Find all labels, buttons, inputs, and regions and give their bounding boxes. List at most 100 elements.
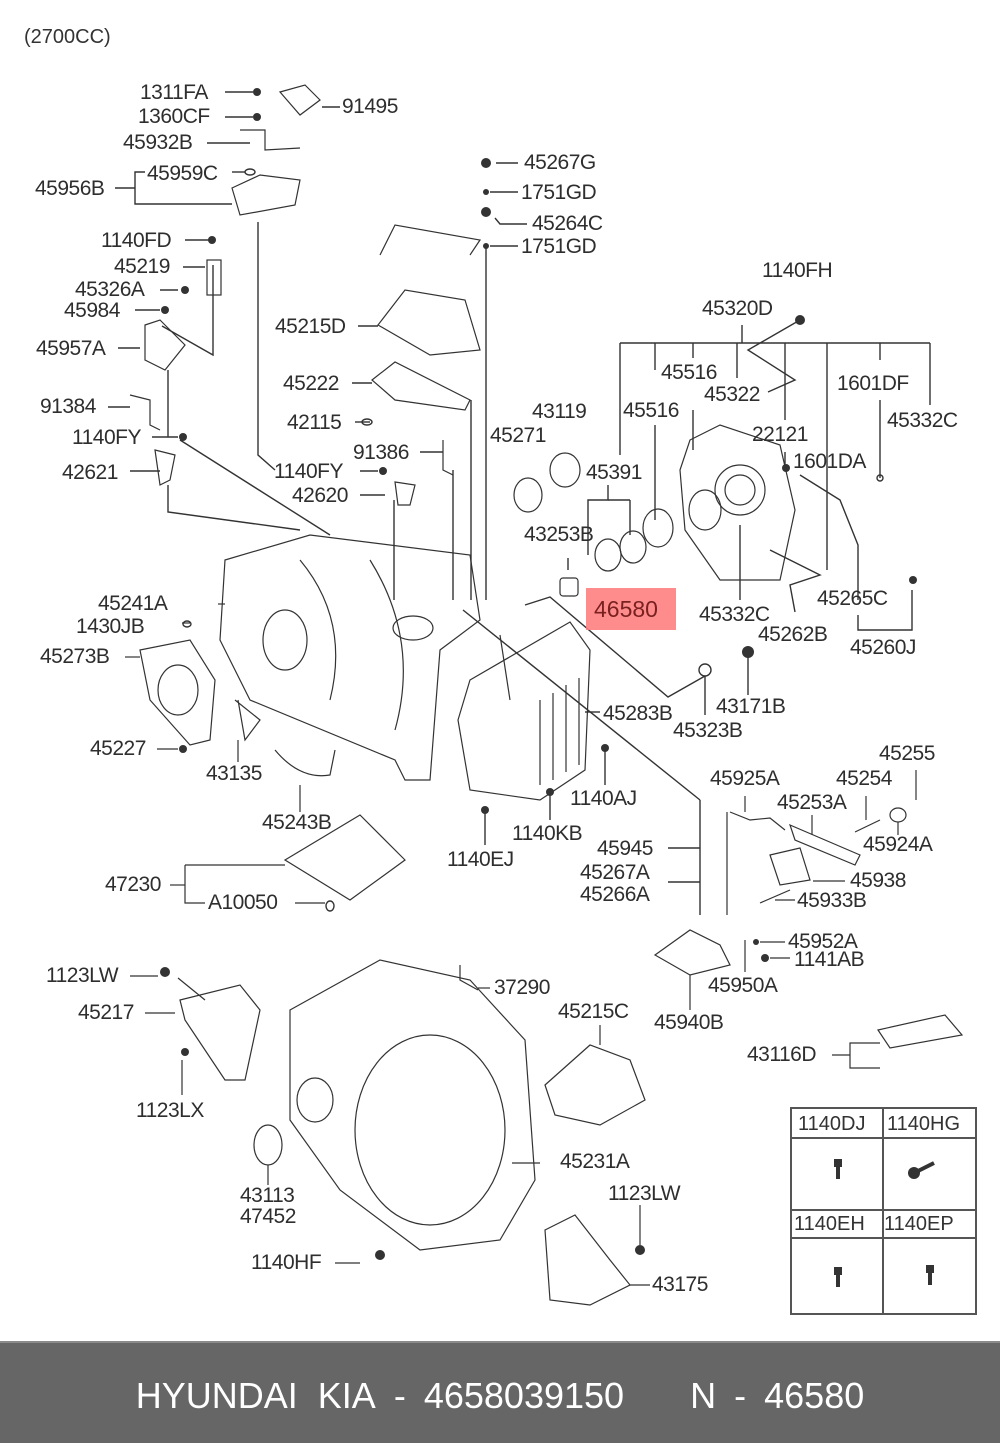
callout-45264C[interactable]: 45264C [532, 212, 603, 235]
callout-1601DA[interactable]: 1601DA [793, 450, 866, 473]
legend-divider [792, 1209, 975, 1211]
callout-45925A[interactable]: 45925A [710, 767, 780, 790]
callout-45924A[interactable]: 45924A [863, 833, 933, 856]
callout-45952A[interactable]: 45952A [788, 930, 858, 953]
legend-cell-label[interactable]: 1140DJ [798, 1113, 866, 1135]
callout-91384[interactable]: 91384 [40, 395, 96, 418]
callout-45260J[interactable]: 45260J [850, 636, 916, 659]
callout-43171B[interactable]: 43171B [716, 695, 786, 718]
callout-45215C[interactable]: 45215C [558, 1000, 629, 1023]
legend-divider-vertical [882, 1109, 884, 1313]
callout-43113[interactable]: 43113 [240, 1184, 295, 1207]
callout-45932B[interactable]: 45932B [123, 131, 193, 154]
callout-45255[interactable]: 45255 [879, 742, 935, 765]
callout-A10050[interactable]: A10050 [208, 891, 278, 914]
highlighted-part-number[interactable]: 46580 [594, 596, 658, 622]
callout-1140HF[interactable]: 1140HF [251, 1251, 322, 1274]
callout-45940B[interactable]: 45940B [654, 1011, 724, 1034]
callout-1140EJ[interactable]: 1140EJ [447, 848, 514, 871]
callout-45516-upper[interactable]: 45516 [661, 361, 717, 384]
callout-45938[interactable]: 45938 [850, 869, 906, 892]
callout-45283B[interactable]: 45283B [603, 702, 673, 725]
callout-45323B[interactable]: 45323B [673, 719, 743, 742]
oil-pan-outline [457, 621, 591, 801]
callout-45262B[interactable]: 45262B [758, 623, 828, 646]
callout-47230[interactable]: 47230 [105, 873, 161, 896]
callout-45266A[interactable]: 45266A [580, 883, 650, 906]
callout-43135[interactable]: 43135 [206, 762, 262, 785]
callout-22121[interactable]: 22121 [752, 423, 808, 446]
legend-cell-label[interactable]: 1140EP [884, 1213, 954, 1235]
callout-1140FH[interactable]: 1140FH [762, 259, 833, 282]
separator: - [393, 1375, 406, 1416]
callout-45222[interactable]: 45222 [283, 372, 339, 395]
callout-43116D[interactable]: 43116D [747, 1043, 817, 1066]
callout-45945[interactable]: 45945 [597, 837, 653, 860]
callout-45217[interactable]: 45217 [78, 1001, 134, 1024]
callout-45267G[interactable]: 45267G [524, 151, 596, 174]
callout-1140AJ[interactable]: 1140AJ [570, 787, 637, 810]
callout-45322[interactable]: 45322 [704, 383, 760, 406]
transaxle-case-outline [218, 534, 481, 781]
callout-45326A[interactable]: 45326A [75, 278, 145, 301]
callout-1601DF[interactable]: 1601DF [837, 372, 909, 395]
callout-45215D[interactable]: 45215D [275, 315, 346, 338]
callout-1140KB[interactable]: 1140KB [512, 822, 583, 845]
callout-43119[interactable]: 43119 [532, 400, 587, 423]
callout-91495[interactable]: 91495 [342, 95, 398, 118]
callout-45950A[interactable]: 45950A [708, 974, 778, 997]
callout-45254[interactable]: 45254 [836, 767, 892, 790]
callout-45959C[interactable]: 45959C [147, 162, 218, 185]
callout-45332C-lower[interactable]: 45332C [699, 603, 770, 626]
callout-45241A[interactable]: 45241A [98, 592, 168, 615]
exploded-parts-diagram: (2700CC) 46580 1311FA 1360CF 91495 45932… [24, 26, 977, 1315]
parts-drawing [108, 84, 964, 1306]
oil-filter-outline [170, 699, 406, 904]
callout-91386[interactable]: 91386 [353, 441, 409, 464]
callout-1360CF[interactable]: 1360CF [138, 105, 210, 128]
bolt-icon [926, 1265, 934, 1285]
callout-43175[interactable]: 43175 [652, 1273, 708, 1296]
callout-45320D[interactable]: 45320D [702, 297, 773, 320]
callout-45332C-upper[interactable]: 45332C [887, 409, 958, 432]
callout-45956B[interactable]: 45956B [35, 177, 105, 200]
callout-1140FY-center[interactable]: 1140FY [274, 460, 344, 483]
callout-45231A[interactable]: 45231A [560, 1150, 630, 1173]
callout-1751GD-lower[interactable]: 1751GD [521, 235, 597, 258]
callout-42115[interactable]: 42115 [287, 411, 342, 434]
callout-1430JB[interactable]: 1430JB [76, 615, 145, 638]
callout-1141AB[interactable]: 1141AB [794, 948, 865, 971]
separator: - [734, 1375, 747, 1416]
callout-1751GD-upper[interactable]: 1751GD [521, 181, 597, 204]
callout-1123LX[interactable]: 1123LX [136, 1099, 204, 1122]
callout-45957A[interactable]: 45957A [36, 337, 106, 360]
callout-45516-lower[interactable]: 45516 [623, 399, 679, 422]
callout-45273B[interactable]: 45273B [40, 645, 110, 668]
highlighted-part-box[interactable] [586, 588, 676, 630]
callout-43253B[interactable]: 43253B [524, 523, 594, 546]
callout-42620[interactable]: 42620 [292, 484, 348, 507]
callout-45227[interactable]: 45227 [90, 737, 146, 760]
legend-cell-label[interactable]: 1140EH [794, 1213, 865, 1235]
callout-37290[interactable]: 37290 [494, 976, 550, 999]
callout-1123LW-right[interactable]: 1123LW [608, 1182, 681, 1205]
callout-1123LW-left[interactable]: 1123LW [46, 964, 119, 987]
callout-1140FD[interactable]: 1140FD [101, 229, 172, 252]
legend-cell-label[interactable]: 1140HG [887, 1113, 961, 1135]
callout-45271[interactable]: 45271 [490, 424, 546, 447]
oem-part-number[interactable]: 4658039150 [423, 1375, 625, 1416]
callout-47452[interactable]: 47452 [240, 1205, 296, 1228]
callout-42621[interactable]: 42621 [62, 461, 118, 484]
callout-45933B[interactable]: 45933B [797, 889, 867, 912]
callout-45219[interactable]: 45219 [114, 255, 170, 278]
callout-1311FA[interactable]: 1311FA [140, 81, 208, 104]
callout-45265C[interactable]: 45265C [817, 587, 888, 610]
callout-45391[interactable]: 45391 [586, 461, 642, 484]
callout-45267A[interactable]: 45267A [580, 861, 650, 884]
callout-45243B[interactable]: 45243B [262, 811, 332, 834]
bolt-icon [834, 1267, 842, 1287]
callout-45253A[interactable]: 45253A [777, 791, 847, 814]
callout-1140FY-left[interactable]: 1140FY [72, 426, 142, 449]
callout-45984[interactable]: 45984 [64, 299, 120, 322]
ref-number-value[interactable]: 46580 [764, 1375, 865, 1416]
